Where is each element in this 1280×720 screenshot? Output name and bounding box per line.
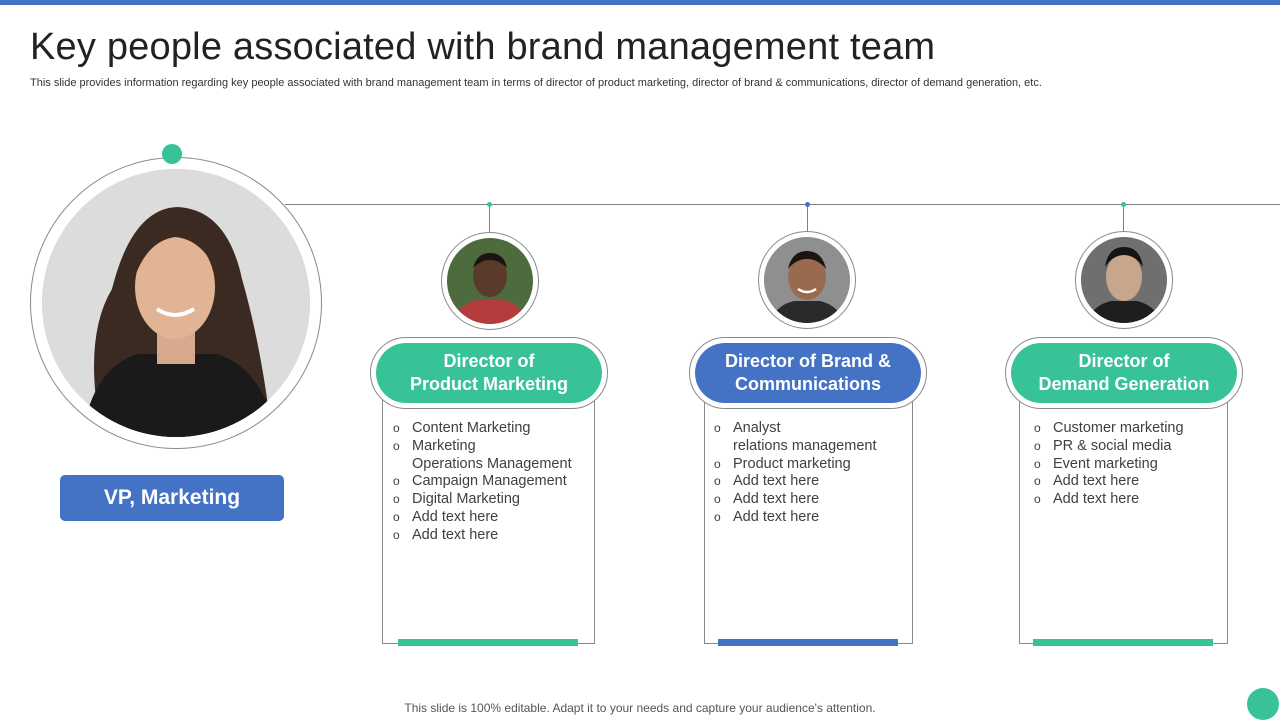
list-item: Add text here (714, 491, 876, 509)
list-item: Product marketing (714, 456, 876, 474)
vp-photo (42, 169, 310, 437)
list-item: Campaign Management (393, 473, 572, 491)
director-1-title-line1: Director of (443, 351, 535, 371)
list-item: Event marketing (1034, 456, 1184, 474)
director-1-title-line2: Product Marketing (409, 374, 569, 394)
director-2-title-line1: Director of Brand & (724, 351, 892, 371)
connector-2 (807, 204, 808, 232)
director-3-title-line2: Demand Generation (1038, 374, 1210, 394)
list-item: Add text here (393, 527, 572, 545)
slide-subtitle: This slide provides information regardin… (30, 77, 1042, 89)
list-item: PR & social media (1034, 438, 1184, 456)
list-item: Content Marketing (393, 420, 572, 438)
director-2-title: Director of Brand & Communications (695, 343, 921, 403)
list-item: Digital Marketing (393, 491, 572, 509)
connector-1 (489, 204, 490, 232)
director-2-photo (764, 237, 850, 323)
director-1-title: Director of Product Marketing (376, 343, 602, 403)
list-item: Add text here (1034, 491, 1184, 509)
list-item: Add text here (714, 509, 876, 527)
vp-accent-dot (162, 144, 182, 164)
list-item: Add text here (714, 473, 876, 491)
director-3-responsibilities: Customer marketing PR & social media Eve… (1034, 420, 1184, 509)
director-2-card-footer (718, 639, 898, 646)
connector-dot-2 (805, 202, 810, 207)
top-accent-bar (0, 0, 1280, 5)
director-3-photo (1081, 237, 1167, 323)
corner-accent-dot (1247, 688, 1279, 720)
slide-title: Key people associated with brand managem… (30, 26, 936, 68)
connector-dot-1 (487, 202, 492, 207)
connector-dot-3 (1121, 202, 1126, 207)
connector-3 (1123, 204, 1124, 232)
slide-footer-note: This slide is 100% editable. Adapt it to… (404, 701, 876, 715)
director-1-photo (447, 238, 533, 324)
director-1-card-footer (398, 639, 578, 646)
director-3-title: Director of Demand Generation (1011, 343, 1237, 403)
vp-marketing-label: VP, Marketing (60, 475, 284, 521)
director-2-title-line2: Communications (734, 374, 881, 394)
list-item: Customer marketing (1034, 420, 1184, 438)
director-3-card-footer (1033, 639, 1213, 646)
list-item: Add text here (393, 509, 572, 527)
org-connector-line (285, 204, 1280, 205)
list-item: Add text here (1034, 473, 1184, 491)
director-3-title-line1: Director of (1078, 351, 1170, 371)
